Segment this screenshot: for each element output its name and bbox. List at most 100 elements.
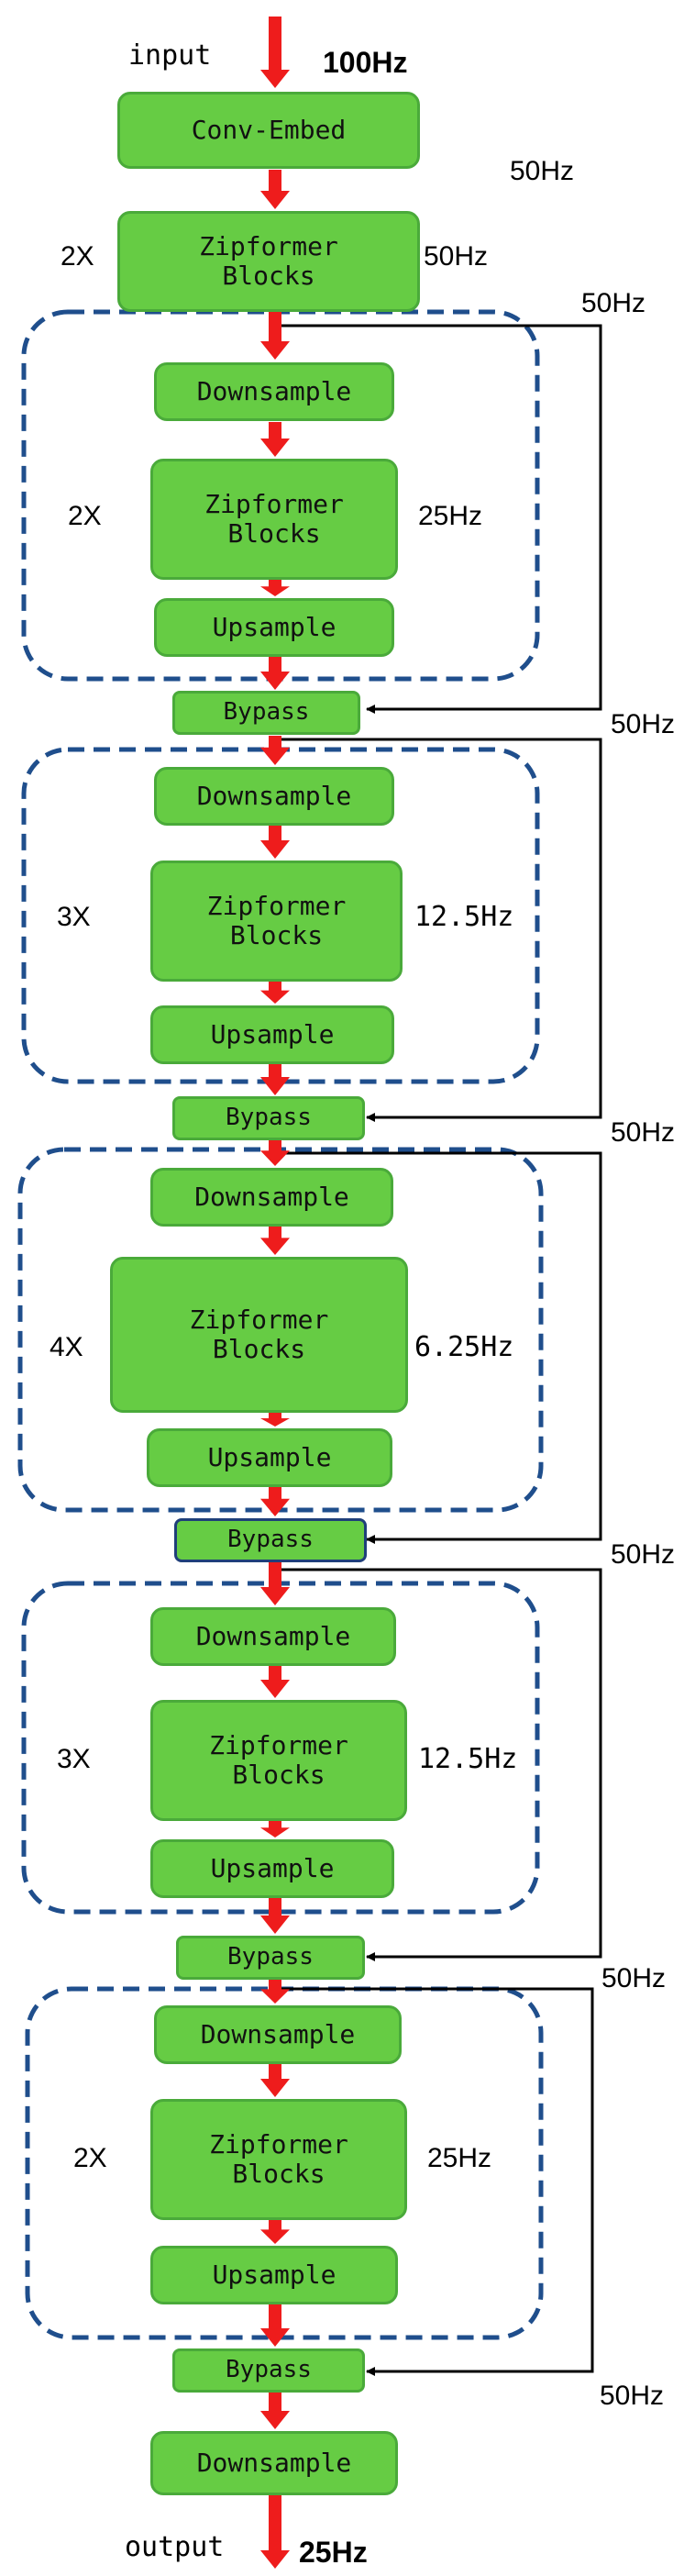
stage-2-bypass-label: Bypass — [226, 1104, 312, 1132]
skip-line-4 — [275, 1568, 602, 1961]
stage-3-downsample-label: Downsample — [194, 1181, 349, 1212]
stage-5-bypass-rate: 50Hz — [600, 2381, 665, 2411]
stage-3-upsample: Upsample — [147, 1428, 392, 1487]
red-down-arrow-icon — [260, 2304, 290, 2347]
first-stack-rate: 50Hz — [424, 241, 489, 272]
stage-1-downsample-label: Downsample — [196, 375, 352, 406]
stage-2-downsample: Downsample — [154, 767, 394, 826]
final-downsample-box: Downsample — [150, 2431, 398, 2495]
conv-embed-label: Conv-Embed — [191, 114, 347, 145]
input-label: input — [128, 39, 212, 72]
stage-4-upsample-label: Upsample — [210, 1852, 335, 1883]
output-label: output — [125, 2531, 225, 2563]
red-down-arrow-icon — [260, 1980, 290, 2004]
stage-4-zip-line2: Blocks — [232, 1760, 325, 1790]
red-down-arrow-icon — [260, 2393, 290, 2429]
stage-3-bypass-label: Bypass — [227, 1526, 314, 1554]
stage-2-repeat: 3X — [57, 902, 91, 932]
input-rate: 100Hz — [323, 46, 408, 79]
stage-3-bypass: Bypass — [174, 1518, 367, 1562]
red-down-arrow-icon — [260, 1666, 290, 1698]
stage-2-bypass-rate: 50Hz — [611, 1117, 676, 1148]
stage-4-rate: 12.5Hz — [418, 1743, 518, 1775]
red-down-arrow-icon — [260, 826, 290, 859]
red-down-arrow-icon — [260, 657, 290, 690]
skip-line-2 — [275, 738, 602, 1122]
stage-3-zip-line1: Zipformer — [189, 1304, 329, 1335]
stage-1-bypass-rate: 50Hz — [611, 709, 676, 739]
red-down-arrow-icon — [260, 1227, 290, 1255]
stage-1-zip-line2: Blocks — [227, 518, 321, 549]
conv-embed-box: Conv-Embed — [117, 92, 420, 169]
stage-4-bypass: Bypass — [176, 1936, 365, 1980]
stage-4-repeat: 3X — [57, 1744, 91, 1774]
red-down-arrow-icon — [260, 1413, 290, 1427]
red-down-arrow-icon — [260, 2220, 290, 2244]
stage-1-upsample-label: Upsample — [212, 611, 336, 642]
stage-1-bypass: Bypass — [172, 691, 360, 735]
stage-2-zip-line2: Blocks — [229, 920, 324, 950]
stage-4-bypass-rate: 50Hz — [601, 1963, 667, 1993]
stage-4-bypass-label: Bypass — [227, 1943, 314, 1971]
red-down-arrow-icon — [260, 1562, 290, 1605]
red-down-arrow-icon — [260, 580, 290, 596]
first-zipformer-line1: Zipformer — [199, 230, 338, 261]
first-stack-repeat: 2X — [61, 241, 94, 272]
stage-5-zip-line2: Blocks — [232, 2159, 325, 2189]
stage-1-upsample: Upsample — [154, 598, 394, 657]
stage-3-zip-line2: Blocks — [212, 1334, 306, 1364]
skip-line-3 — [275, 1151, 602, 1544]
stage-3-downsample: Downsample — [150, 1168, 393, 1227]
stage-1-downsample: Downsample — [154, 362, 394, 421]
stage-5-zip-line1: Zipformer — [209, 2128, 348, 2160]
stage-1-zip-line1: Zipformer — [204, 488, 344, 519]
red-down-arrow-icon — [260, 1140, 290, 1166]
stage-5-upsample-label: Upsample — [212, 2259, 336, 2290]
skip-connections — [275, 324, 602, 2376]
stage-3-rate: 6.25Hz — [414, 1331, 514, 1363]
stage-5-upsample: Upsample — [150, 2246, 398, 2304]
stage-5-rate: 25Hz — [427, 2143, 492, 2173]
red-down-arrow-icon — [260, 1898, 290, 1934]
flow-arrows — [260, 17, 290, 2569]
stage-5-bypass: Bypass — [172, 2348, 365, 2393]
output-rate: 25Hz — [299, 2536, 368, 2569]
red-down-arrow-icon — [260, 1487, 290, 1516]
first-skip-rate: 50Hz — [581, 288, 646, 318]
stage-4-upsample: Upsample — [150, 1839, 394, 1898]
red-down-arrow-icon — [260, 170, 290, 209]
stage-4-downsample-label: Downsample — [195, 1620, 351, 1651]
stage-5-downsample-label: Downsample — [200, 2018, 356, 2049]
stage-1-repeat: 2X — [68, 501, 102, 531]
stage-4-zip-line1: Zipformer — [209, 1729, 348, 1760]
red-down-arrow-icon — [260, 982, 290, 1004]
red-down-arrow-icon — [260, 312, 290, 360]
stage-1-rate: 25Hz — [418, 501, 483, 531]
stage-3-bypass-rate: 50Hz — [611, 1539, 676, 1570]
stage-3-upsample-label: Upsample — [207, 1441, 332, 1472]
skip-line-5 — [275, 1987, 594, 2376]
stage-3-repeat: 4X — [50, 1332, 83, 1362]
stage-2-rate: 12.5Hz — [414, 901, 514, 933]
conv-embed-rate: 50Hz — [510, 156, 575, 186]
red-down-arrow-icon — [260, 736, 290, 765]
stage-2-zip-line1: Zipformer — [206, 890, 347, 921]
stage-4-downsample: Downsample — [150, 1607, 396, 1666]
stage-2-upsample-label: Upsample — [210, 1018, 335, 1049]
red-down-arrow-icon — [260, 2064, 290, 2097]
red-down-arrow-icon — [260, 422, 290, 457]
stage-2-bypass: Bypass — [172, 1096, 365, 1140]
final-downsample-label: Downsample — [196, 2447, 352, 2478]
stage-5-downsample: Downsample — [154, 2005, 402, 2064]
first-zipformer-line2: Blocks — [222, 261, 315, 291]
red-down-arrow-icon — [260, 1064, 290, 1095]
red-down-arrow-icon — [260, 17, 290, 88]
stage-1-bypass-label: Bypass — [223, 698, 310, 727]
skip-line-1 — [275, 324, 602, 714]
